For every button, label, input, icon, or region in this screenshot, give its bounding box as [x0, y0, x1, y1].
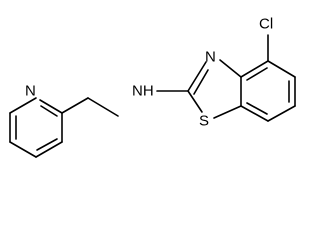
sulfur-label: S	[199, 113, 209, 130]
benzene-ring	[240, 60, 296, 122]
amine-label: NH	[132, 83, 154, 100]
pyridine-ring	[9, 97, 63, 158]
chlorine-label: Cl	[259, 16, 273, 33]
thiazole-ring	[187, 59, 242, 119]
methylene-linker	[61, 90, 189, 117]
thiazole-nitrogen-label: N	[205, 49, 216, 66]
molecule-structure: Cl N NH N S	[9, 16, 296, 158]
pyridine-nitrogen-label: N	[25, 83, 36, 100]
